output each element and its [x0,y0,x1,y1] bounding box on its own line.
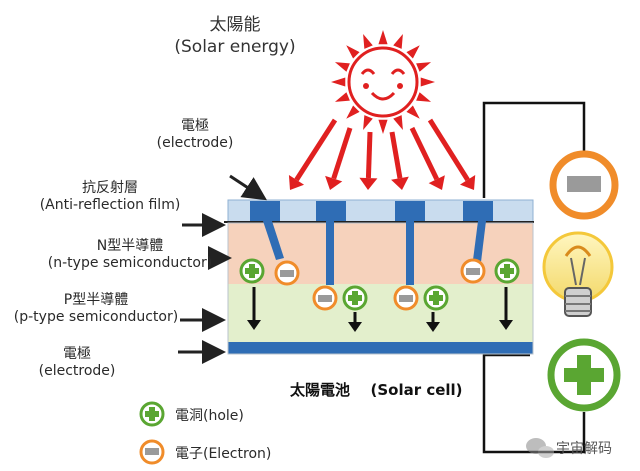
hole-carrier-icon [342,285,368,311]
circuit-electron-icon [549,150,619,220]
anti-reflection-label: 抗反射層 (Anti-reflection film) [30,180,190,214]
legend-hole-icon [139,401,165,427]
n-type-en: (n-type semiconductor) [47,255,213,271]
external-circuit-wire [482,101,586,454]
n-type-zh: N型半導體 [96,238,164,254]
bottom-electrode-en: (electrode) [38,363,116,379]
sun-ray [331,77,346,87]
sun-ray [420,77,435,87]
sun-ray [406,105,420,119]
sun-ray [393,33,403,49]
sun-ray [406,45,420,59]
solar-cell-caption-zh: 太陽電池 [290,381,351,399]
sun-ray [334,92,350,102]
p-type-en: (p-type semiconductor) [13,309,179,325]
sun-ray [378,30,388,45]
sunlight-arrow [359,131,378,190]
bottom-electrode-zh: 電極 [63,346,91,362]
hole-drift-arrows [247,287,513,332]
drift-arrow [247,287,261,330]
hole-carrier-icon [494,258,520,284]
carriers [239,258,520,311]
p-type-layer [228,284,533,342]
electron-carrier-icon [460,258,486,284]
legend-hole-label: 電洞(hole) [175,408,244,424]
solar-energy-label: 太陽能 (Solar energy) [160,14,310,58]
solar-energy-zh: 太陽能 [209,15,261,35]
top-electrode-en: (electrode) [156,135,234,151]
sunlight-arrow [325,127,353,190]
label-pointers [178,174,268,364]
drift-arrow [348,312,362,332]
sunlight-arrows [288,118,476,190]
solar-cell-caption-en: (Solar cell) [370,381,463,399]
light-bulb-icon [542,231,614,317]
electron-carrier-icon [393,285,419,311]
legend-electron-label: 電子(Electron) [175,446,272,462]
drift-arrow [426,312,440,332]
hole-carrier-icon [239,258,265,284]
watermark-logo-icon [526,438,554,458]
circuit-hole-icon [547,338,621,412]
sun-ray [363,115,373,131]
top-electrode-zh: 電極 [181,118,209,134]
anti-reflection-en: (Anti-reflection film) [39,197,181,213]
sun-ray [346,45,360,59]
hole-carrier-icon [423,285,449,311]
sun-ray [416,62,432,72]
drift-arrow [499,287,513,330]
p-type-label: P型半導體 (p-type semiconductor) [6,292,186,326]
sunlight-arrow [427,118,476,190]
sun-ray [346,105,360,119]
sun-icon [331,30,435,134]
solar-energy-en: (Solar energy) [174,37,296,57]
electron-carrier-icon [274,260,300,286]
watermark-text: 宇宙解码 [556,441,612,457]
sun-ray [416,92,432,102]
sunlight-arrow [409,126,445,190]
sunlight-arrow [389,131,409,190]
sun-ray [393,115,403,131]
bottom-electrode [228,342,533,354]
sun-ray [378,119,388,134]
anti-reflection-zh: 抗反射層 [82,180,138,196]
solar-cell-caption: 太陽電池 (Solar cell) [290,382,463,399]
n-type-label: N型半導體 (n-type semiconductor) [40,238,220,272]
sun-ray [334,62,350,72]
p-type-zh: P型半導體 [63,292,129,308]
legend-electron-icon [139,439,165,465]
sun-ray [363,33,373,49]
top-electrode-label: 電極 (electrode) [140,118,250,152]
electron-carrier-icon [312,285,338,311]
bottom-electrode-label: 電極 (electrode) [22,346,132,380]
sunlight-arrow [288,118,338,190]
top-electrodes [250,201,493,285]
